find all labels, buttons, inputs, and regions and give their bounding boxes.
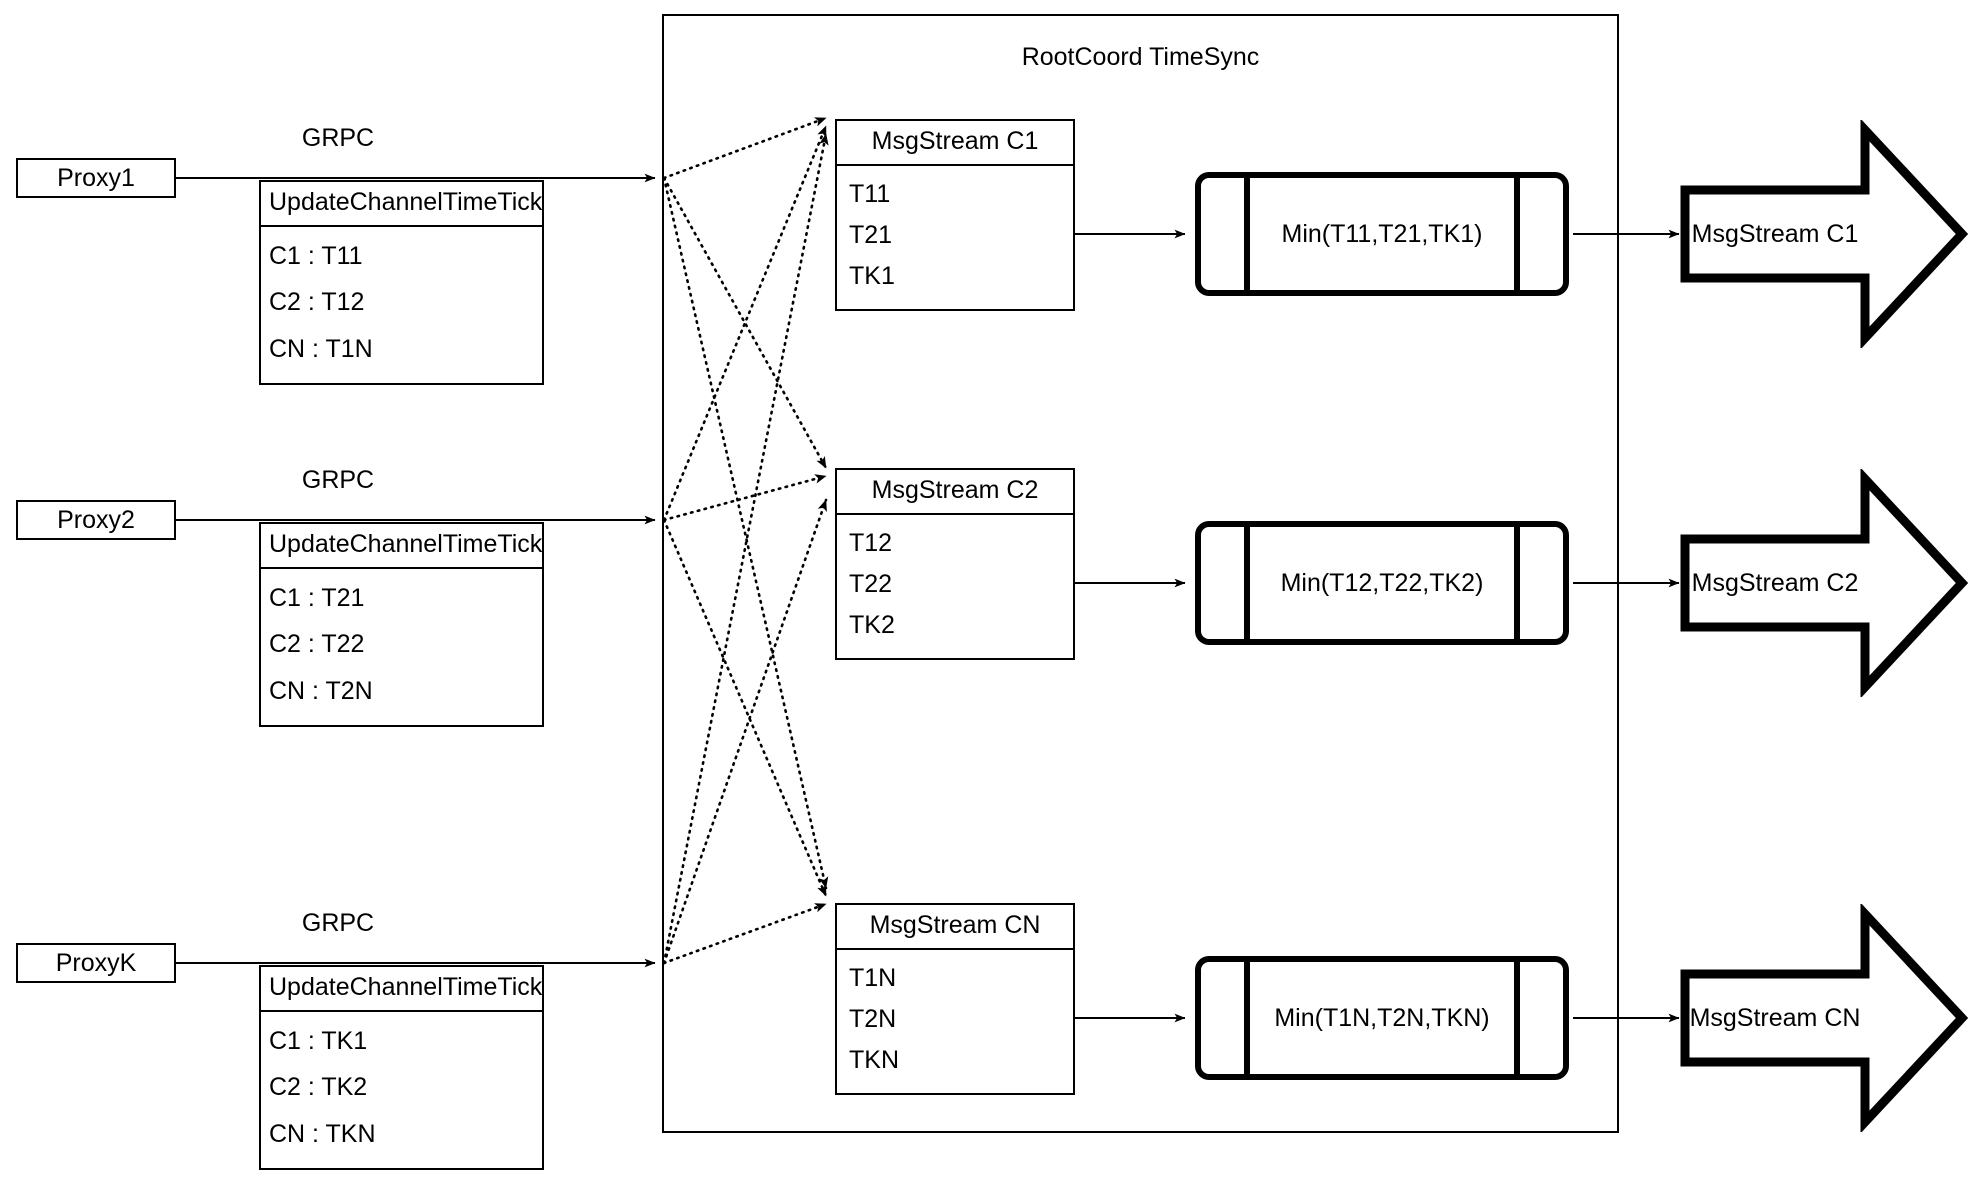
process-label-2: Min(T1N,T2N,TKN)	[1274, 1003, 1490, 1032]
msgstream-row: TKN	[849, 1045, 899, 1074]
msgstream-header-1: MsgStream C2	[837, 470, 1073, 515]
proxy-label-2: ProxyK	[55, 948, 137, 977]
process-box-0: Min(T11,T21,TK1)	[1195, 172, 1569, 296]
tick-table-body-0: C1 : T11 C2 : T12 CN : T1N	[261, 227, 542, 383]
msgstream-row: T2N	[849, 1004, 897, 1033]
output-arrow-label-2: MsgStream CN	[1689, 1003, 1861, 1032]
process-label-1: Min(T12,T22,TK2)	[1280, 568, 1484, 597]
process-box-1: Min(T12,T22,TK2)	[1195, 521, 1569, 645]
output-arrow-1: MsgStream C2	[1679, 469, 1969, 697]
output-arrow-label-0: MsgStream C1	[1691, 219, 1859, 248]
tick-row: C2 : T12	[269, 288, 365, 317]
tick-row: C2 : TK2	[269, 1073, 368, 1102]
msgstream-row: T21	[849, 220, 893, 249]
msgstream-row: T11	[849, 179, 891, 208]
tick-table-0: UpdateChannelTimeTick C1 : T11 C2 : T12 …	[259, 180, 544, 385]
tick-table-2: UpdateChannelTimeTick C1 : TK1 C2 : TK2 …	[259, 965, 544, 1170]
rootcoord-timesync-title: RootCoord TimeSync	[1021, 43, 1260, 71]
tick-row: C2 : T22	[269, 630, 365, 659]
process-box-2: Min(T1N,T2N,TKN)	[1195, 956, 1569, 1080]
tick-table-body-2: C1 : TK1 C2 : TK2 CN : TKN	[261, 1012, 542, 1168]
tick-table-1: UpdateChannelTimeTick C1 : T21 C2 : T22 …	[259, 522, 544, 727]
msgstream-table-2: MsgStream CN T1N T2N TKN	[835, 903, 1075, 1095]
msgstream-body-2: T1N T2N TKN	[837, 950, 1073, 1093]
tick-row: C1 : T11	[269, 241, 363, 270]
msgstream-row: T1N	[849, 963, 897, 992]
msgstream-table-1: MsgStream C2 T12 T22 TK2	[835, 468, 1075, 660]
grpc-label-2: GRPC	[301, 909, 375, 937]
msgstream-body-1: T12 T22 TK2	[837, 515, 1073, 658]
proxy-box-0[interactable]: Proxy1	[16, 158, 176, 198]
tick-table-header-1: UpdateChannelTimeTick	[261, 524, 542, 569]
tick-row: C1 : T21	[269, 583, 365, 612]
msgstream-row: T12	[849, 528, 893, 557]
tick-row: CN : TKN	[269, 1119, 376, 1148]
tick-table-header-2: UpdateChannelTimeTick	[261, 967, 542, 1012]
tick-row: CN : T1N	[269, 334, 373, 363]
msgstream-header-0: MsgStream C1	[837, 121, 1073, 166]
msgstream-row: TK2	[849, 610, 895, 639]
grpc-label-0: GRPC	[301, 124, 375, 152]
msgstream-header-2: MsgStream CN	[837, 905, 1073, 950]
proxy-box-1[interactable]: Proxy2	[16, 500, 176, 540]
msgstream-row: T22	[849, 569, 893, 598]
tick-table-body-1: C1 : T21 C2 : T22 CN : T2N	[261, 569, 542, 725]
msgstream-body-0: T11 T21 TK1	[837, 166, 1073, 309]
output-arrow-label-1: MsgStream C2	[1691, 568, 1859, 597]
process-label-0: Min(T11,T21,TK1)	[1281, 219, 1483, 248]
output-arrow-2: MsgStream CN	[1679, 904, 1969, 1132]
proxy-label-0: Proxy1	[57, 163, 135, 192]
msgstream-row: TK1	[849, 261, 895, 290]
output-arrow-0: MsgStream C1	[1679, 120, 1969, 348]
tick-row: C1 : TK1	[269, 1026, 368, 1055]
grpc-label-1: GRPC	[301, 466, 375, 494]
rootcoord-timesync-container	[662, 14, 1619, 1133]
proxy-label-1: Proxy2	[57, 505, 135, 534]
msgstream-table-0: MsgStream C1 T11 T21 TK1	[835, 119, 1075, 311]
tick-row: CN : T2N	[269, 676, 373, 705]
proxy-box-2[interactable]: ProxyK	[16, 943, 176, 983]
tick-table-header-0: UpdateChannelTimeTick	[261, 182, 542, 227]
